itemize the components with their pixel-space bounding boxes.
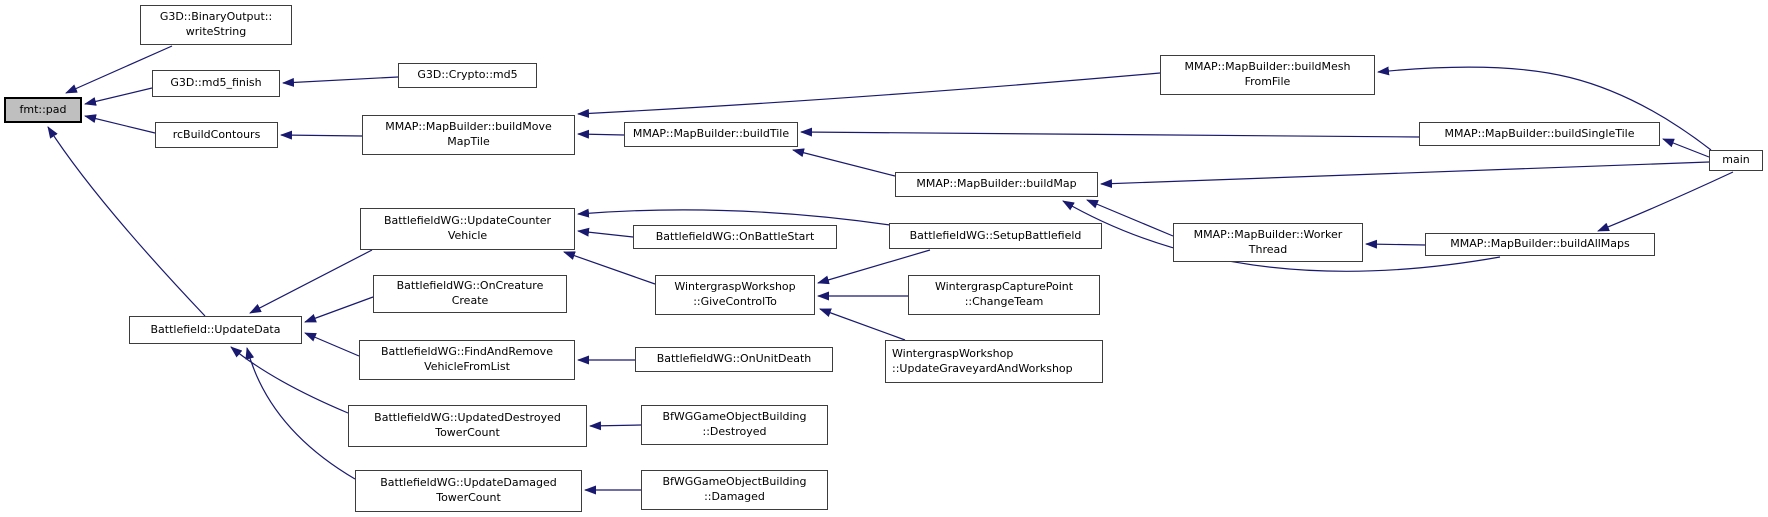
edge-updatedDestroyed-to-updateData (230, 346, 349, 414)
edge-findAndRemove-to-updateData (304, 332, 360, 357)
node-buildMeshFromFile[interactable]: MMAP::MapBuilder::buildMesh FromFile (1160, 55, 1375, 95)
edge-onBattleStart-to-updateCounterVehicle (577, 227, 634, 238)
node-pad[interactable]: fmt::pad (4, 97, 82, 123)
edge-updateDamaged-to-updateData (245, 347, 356, 480)
edge-crypto_md5-to-md5_finish (282, 76, 399, 87)
edge-main-to-buildAllMaps (1597, 171, 1734, 232)
edge-setupBattlefield-to-giveControlTo (817, 249, 931, 285)
edge-onCreatureCreate-to-updateData (304, 296, 374, 323)
node-buildTile[interactable]: MMAP::MapBuilder::buildTile (624, 122, 798, 147)
edge-buildMoveMapTile-to-rcBuildContours (280, 130, 363, 140)
edge-buildMeshFromFile-to-buildMoveMapTile (577, 72, 1161, 118)
edge-main-to-buildSingleTile (1662, 138, 1710, 158)
node-giveControlTo[interactable]: WintergraspWorkshop ::GiveControlTo (655, 275, 815, 315)
node-updatedDestroyed[interactable]: BattlefieldWG::UpdatedDestroyed TowerCou… (348, 405, 587, 447)
edge-buildAllMaps-to-buildMap (1062, 200, 1501, 272)
node-buildSingleTile[interactable]: MMAP::MapBuilder::buildSingleTile (1419, 122, 1660, 146)
edge-rcBuildContours-to-pad (84, 114, 156, 134)
edge-md5_finish-to-pad (84, 87, 153, 106)
node-buildMoveMapTile[interactable]: MMAP::MapBuilder::buildMove MapTile (362, 115, 575, 155)
edge-main-to-buildMeshFromFile (1377, 66, 1712, 151)
node-onBattleStart[interactable]: BattlefieldWG::OnBattleStart (633, 225, 837, 249)
node-buildMap[interactable]: MMAP::MapBuilder::buildMap (895, 172, 1098, 197)
edge-buildSingleTile-to-buildTile (800, 127, 1420, 138)
node-workerThread[interactable]: MMAP::MapBuilder::Worker Thread (1173, 223, 1363, 262)
edge-buildAllMaps-to-workerThread (1365, 239, 1426, 249)
node-rcBuildContours[interactable]: rcBuildContours (155, 122, 278, 148)
edge-setupBattlefield-to-updateCounterVehicle (577, 208, 891, 226)
node-setupBattlefield[interactable]: BattlefieldWG::SetupBattlefield (889, 223, 1102, 249)
node-crypto_md5[interactable]: G3D::Crypto::md5 (398, 63, 537, 88)
node-damaged[interactable]: BfWGGameObjectBuilding ::Damaged (641, 470, 828, 510)
edge-updateData-to-pad (47, 126, 206, 317)
node-onUnitDeath[interactable]: BattlefieldWG::OnUnitDeath (635, 347, 833, 372)
edge-destroyed-to-updatedDestroyed (589, 421, 642, 431)
edge-workerThread-to-buildMap (1086, 199, 1174, 237)
node-destroyed[interactable]: BfWGGameObjectBuilding ::Destroyed (641, 405, 828, 445)
edge-updateCounterVehicle-to-updateData (249, 249, 373, 314)
edge-buildMap-to-buildTile (792, 148, 896, 177)
node-main[interactable]: main (1709, 150, 1763, 171)
edge-updateGraveyard-to-giveControlTo (819, 308, 906, 341)
node-updateCounterVehicle[interactable]: BattlefieldWG::UpdateCounter Vehicle (360, 208, 575, 250)
edge-writeString-to-pad (65, 45, 173, 94)
node-onCreatureCreate[interactable]: BattlefieldWG::OnCreature Create (373, 275, 567, 313)
node-buildAllMaps[interactable]: MMAP::MapBuilder::buildAllMaps (1425, 233, 1655, 256)
node-writeString[interactable]: G3D::BinaryOutput:: writeString (140, 5, 292, 45)
node-updateDamaged[interactable]: BattlefieldWG::UpdateDamaged TowerCount (355, 470, 582, 512)
node-findAndRemove[interactable]: BattlefieldWG::FindAndRemove VehicleFrom… (359, 340, 575, 380)
edge-main-to-buildMap (1100, 161, 1710, 189)
node-changeTeam[interactable]: WintergraspCapturePoint ::ChangeTeam (908, 275, 1100, 315)
edge-giveControlTo-to-updateCounterVehicle (563, 251, 656, 285)
node-updateGraveyard[interactable]: WintergraspWorkshop ::UpdateGraveyardAnd… (885, 340, 1103, 383)
node-updateData[interactable]: Battlefield::UpdateData (129, 316, 302, 344)
node-md5_finish[interactable]: G3D::md5_finish (152, 70, 280, 97)
edge-buildTile-to-buildMoveMapTile (577, 129, 625, 139)
